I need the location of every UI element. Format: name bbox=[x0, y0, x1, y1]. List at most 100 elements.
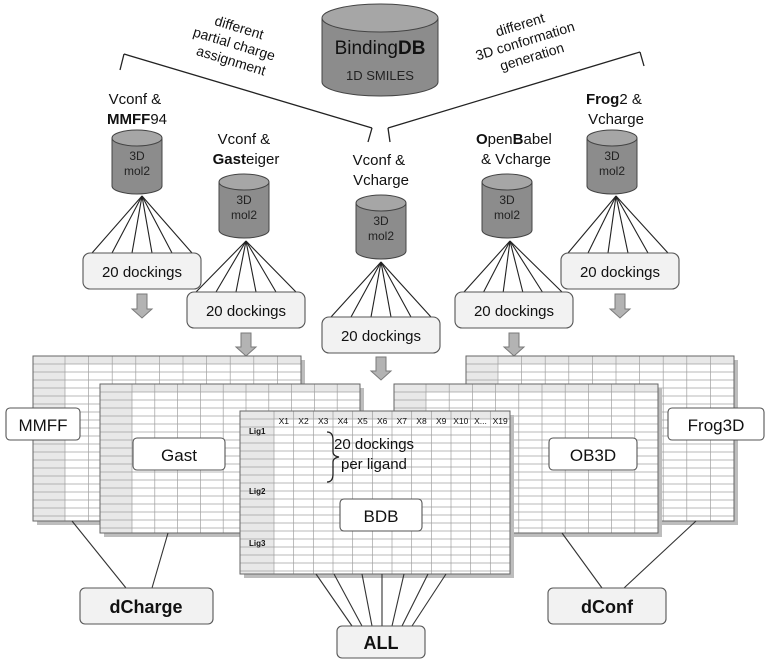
fan-line bbox=[91, 195, 143, 254]
svg-text:20 dockings: 20 dockings bbox=[341, 328, 421, 345]
docking-box-gast: 20 dockings bbox=[186, 291, 306, 329]
column-header: X2 bbox=[298, 416, 309, 426]
svg-text:20 dockings: 20 dockings bbox=[580, 264, 660, 281]
fan-line bbox=[502, 240, 511, 293]
docking-fans bbox=[91, 195, 669, 318]
svg-text:dCharge: dCharge bbox=[109, 597, 182, 617]
row-label: Lig2 bbox=[249, 487, 266, 496]
fan-line bbox=[350, 261, 382, 318]
fan-line bbox=[380, 261, 432, 318]
bindingdb-cylinder: BindingDB 1D SMILES bbox=[321, 3, 439, 97]
cylinder-label-3d: 3D bbox=[604, 149, 620, 163]
column-header: X7 bbox=[397, 416, 408, 426]
fan-line bbox=[463, 240, 511, 293]
docking-box-frog: 20 dockings bbox=[560, 252, 680, 290]
fan-line bbox=[370, 261, 382, 318]
column-header: X6 bbox=[377, 416, 388, 426]
svg-text:OB3D: OB3D bbox=[570, 446, 616, 465]
group-box-dcharge: dCharge bbox=[79, 587, 214, 625]
table-bdb bbox=[239, 410, 514, 578]
group-box-all: ALL bbox=[336, 625, 426, 659]
cylinder-label-mol2: mol2 bbox=[124, 164, 150, 178]
column-header: X19 bbox=[493, 416, 508, 426]
svg-text:20 dockings per ligand: 20 dockings per ligand bbox=[334, 436, 418, 473]
fan-line bbox=[509, 240, 543, 293]
cylinder-label-3d: 3D bbox=[236, 193, 252, 207]
fan-line bbox=[615, 195, 669, 254]
fan-line bbox=[141, 195, 193, 254]
column-header: X10 bbox=[453, 416, 468, 426]
cylinder-label-mol2: mol2 bbox=[368, 229, 394, 243]
fan-line bbox=[215, 240, 247, 293]
svg-text:ALL: ALL bbox=[364, 633, 399, 653]
fan-line bbox=[141, 195, 153, 254]
fan-line bbox=[509, 240, 563, 293]
bindingdb-title: BindingDB bbox=[335, 38, 426, 59]
fan-line bbox=[380, 261, 412, 318]
fan-line bbox=[131, 195, 143, 254]
branch-bracket-left bbox=[119, 53, 373, 143]
fan-line bbox=[615, 195, 629, 254]
branch-label-right: different 3D conformation generation bbox=[469, 1, 586, 80]
down-arrow bbox=[369, 356, 393, 381]
fan-line bbox=[483, 240, 511, 293]
fan-line bbox=[235, 240, 247, 293]
branch-bracket-right bbox=[387, 51, 645, 143]
down-arrow bbox=[130, 293, 154, 319]
cylinder-label-mol2: mol2 bbox=[494, 208, 520, 222]
svg-text:Gast: Gast bbox=[161, 446, 197, 465]
table-label-frog3d: Frog3D bbox=[667, 407, 765, 441]
fan-gast bbox=[195, 240, 297, 293]
column-header: X3 bbox=[318, 416, 329, 426]
method-label-vcharge: Vconf & Vcharge bbox=[353, 152, 410, 189]
column-header: X4 bbox=[338, 416, 349, 426]
column-header: X5 bbox=[357, 416, 368, 426]
down-arrow bbox=[608, 293, 632, 319]
method-label-gast: Vconf & Gasteiger bbox=[213, 131, 280, 168]
svg-text:20 dockings: 20 dockings bbox=[474, 303, 554, 320]
column-header: X9 bbox=[436, 416, 447, 426]
svg-text:20 dockings: 20 dockings bbox=[206, 303, 286, 320]
cylinder-label-3d: 3D bbox=[129, 149, 145, 163]
fan-line bbox=[509, 240, 524, 293]
brace-note: 20 dockings per ligand bbox=[326, 431, 418, 483]
fan-line bbox=[607, 195, 617, 254]
branch-label-left: different partial charge assignment bbox=[186, 7, 285, 81]
table-label-mmff: MMFF bbox=[5, 407, 81, 441]
fan-frog bbox=[567, 195, 669, 254]
fan-line bbox=[330, 261, 382, 318]
row-label: Lig1 bbox=[249, 427, 266, 436]
fan-line bbox=[111, 195, 143, 254]
cylinder-label-3d: 3D bbox=[373, 214, 389, 228]
fan-line bbox=[587, 195, 617, 254]
method-label-frog: Frog2 & Vcharge bbox=[586, 91, 646, 128]
table-label-bdb: BDB bbox=[339, 498, 423, 532]
fan-line bbox=[615, 195, 649, 254]
cylinder-label-mol2: mol2 bbox=[599, 164, 625, 178]
cylinder-label-3d: 3D bbox=[499, 193, 515, 207]
flow-arrows bbox=[130, 293, 632, 381]
column-header: X8 bbox=[416, 416, 427, 426]
svg-text:20 dockings: 20 dockings bbox=[102, 264, 182, 281]
down-arrow bbox=[502, 332, 526, 357]
fan-vcharge bbox=[330, 261, 432, 318]
method-label-mmff: Vconf & MMFF94 bbox=[107, 91, 167, 128]
fan-line bbox=[567, 195, 617, 254]
fan-openbabel bbox=[463, 240, 563, 293]
method-label-openbabel: OpenBabel & Vcharge bbox=[476, 131, 556, 168]
table-label-gast: Gast bbox=[132, 437, 226, 471]
row-label: Lig3 bbox=[249, 539, 266, 548]
fan-line bbox=[245, 240, 277, 293]
fan-line bbox=[245, 240, 297, 293]
column-header: X1 bbox=[279, 416, 290, 426]
bindingdb-subtitle: 1D SMILES bbox=[346, 68, 414, 83]
svg-text:Frog3D: Frog3D bbox=[688, 416, 745, 435]
